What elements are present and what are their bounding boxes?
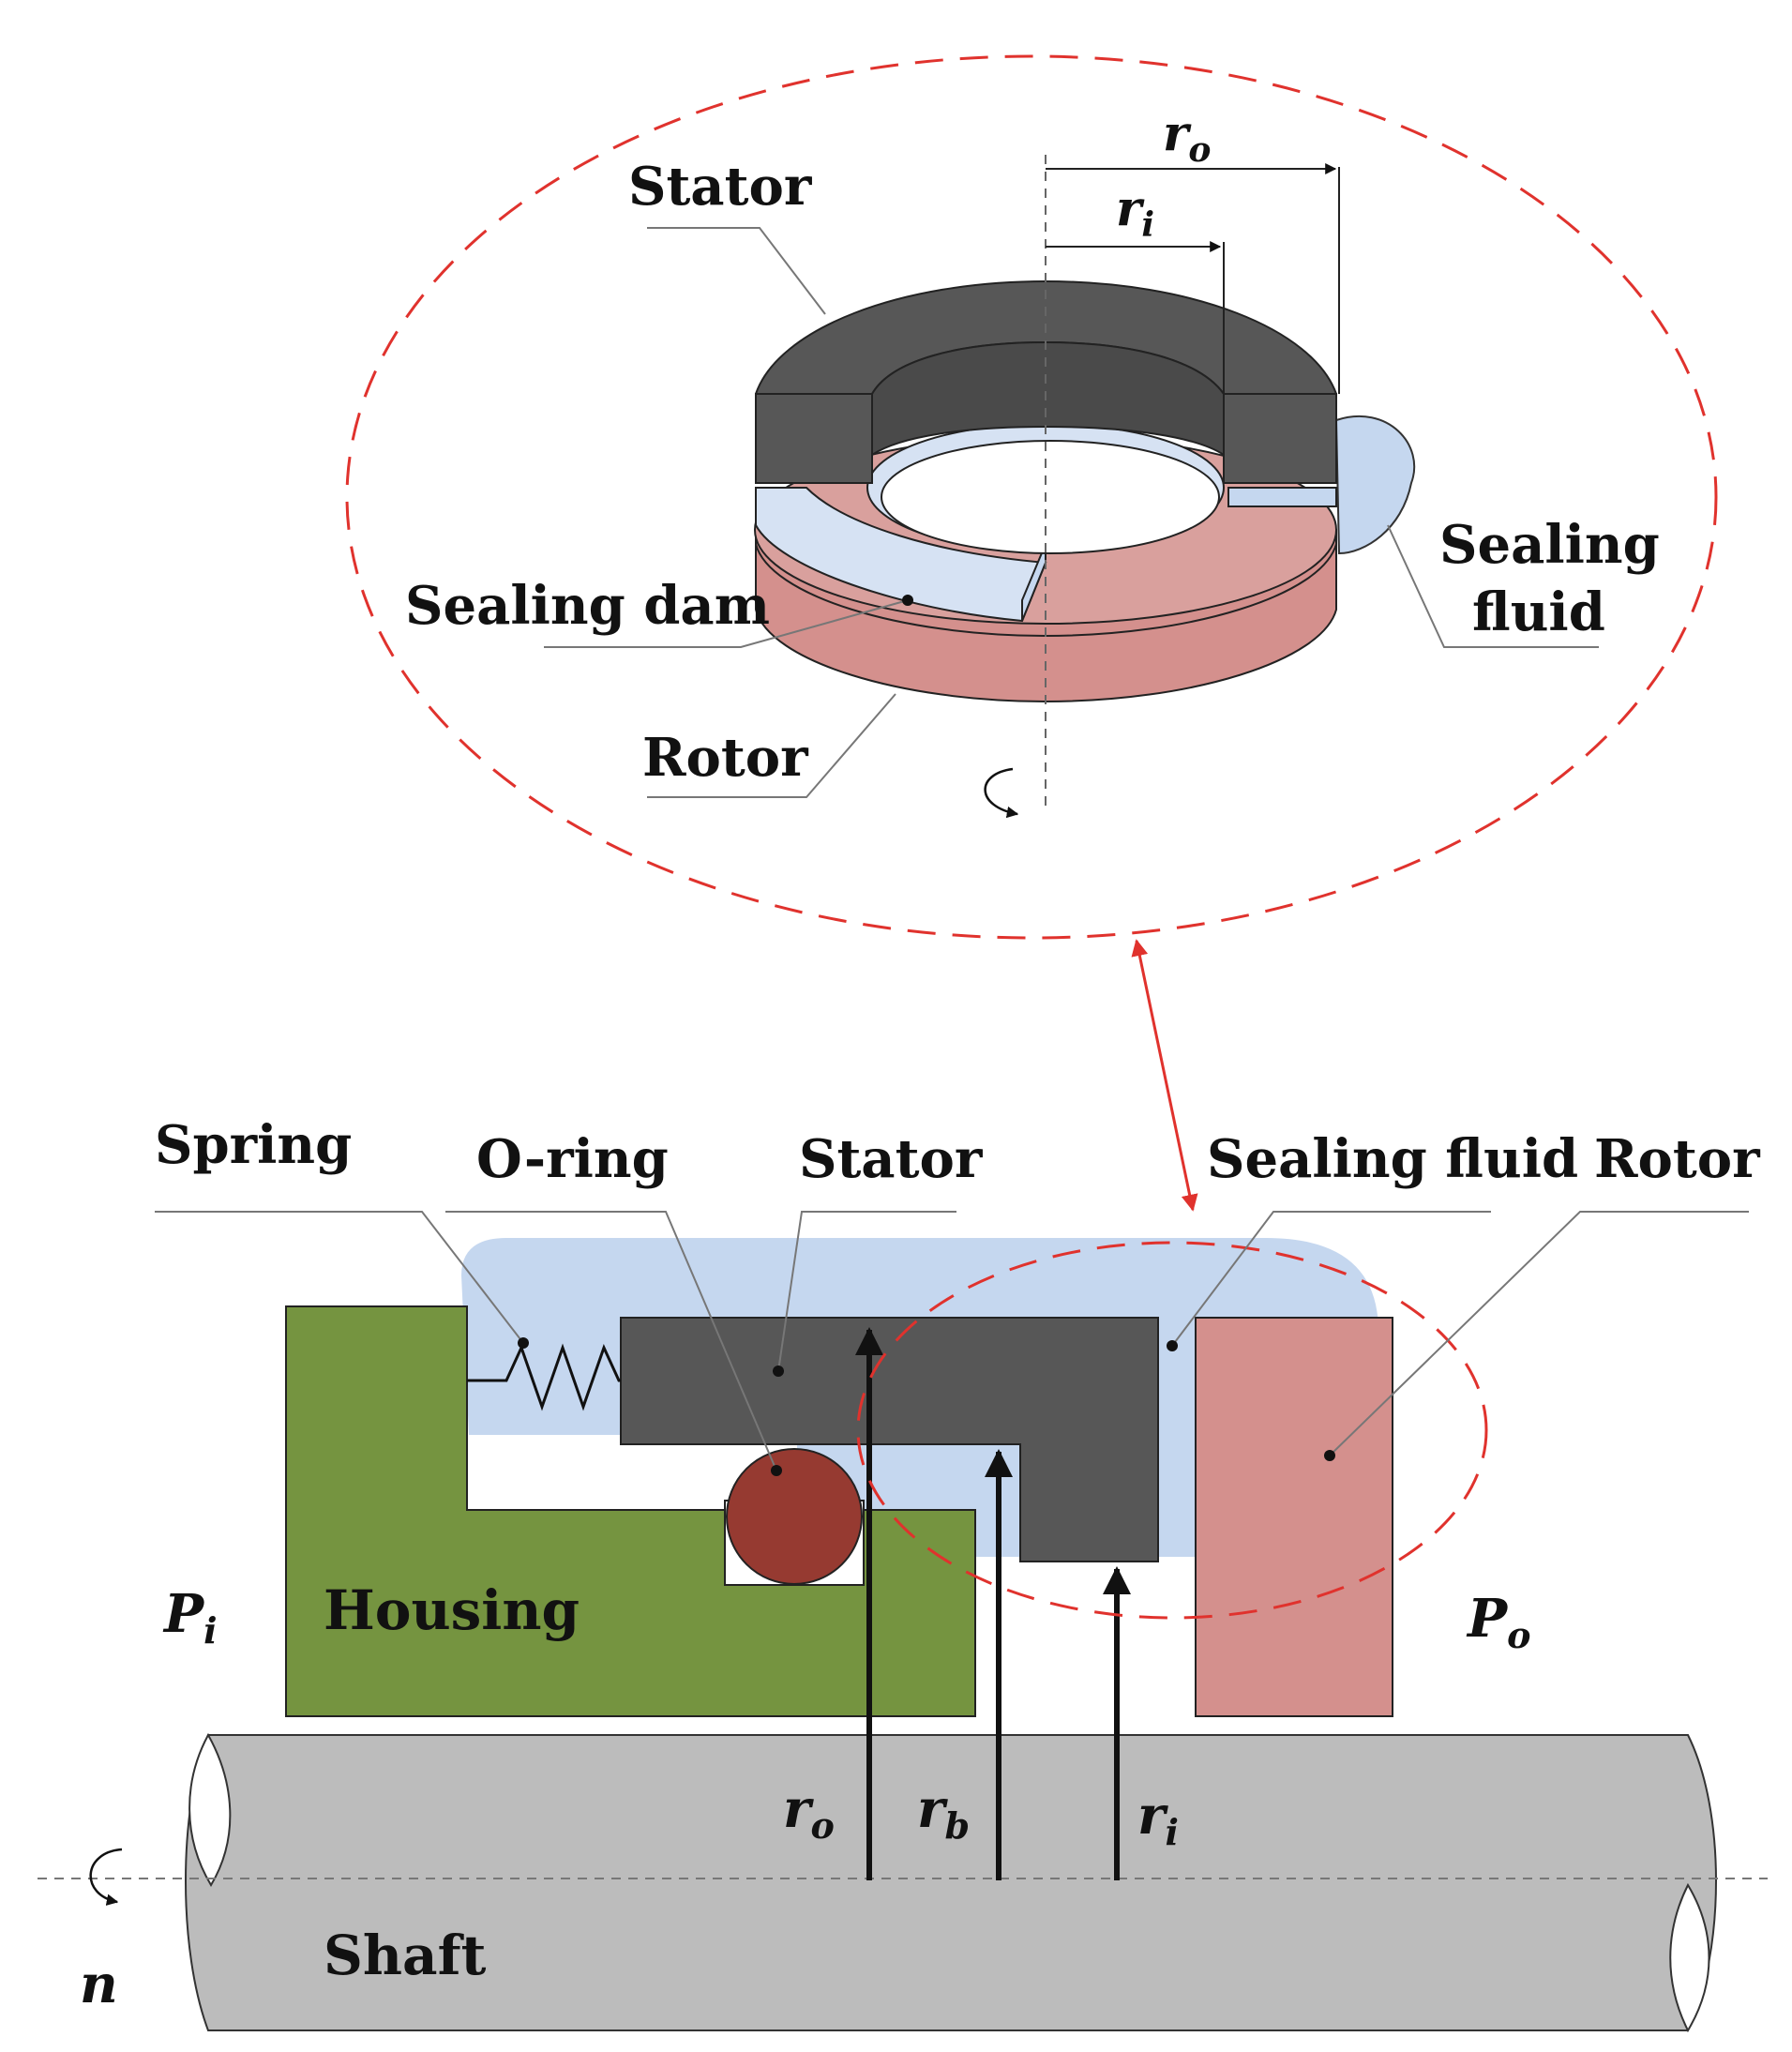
spring-dot — [518, 1337, 529, 1349]
rotor-leader — [1329, 1211, 1749, 1456]
detail-stator-leader — [647, 227, 826, 315]
housing-label: Housing — [324, 1578, 580, 1642]
pi-label: Pi — [162, 1583, 218, 1652]
detail-inner-hole — [881, 440, 1220, 554]
oring-label: O-ring — [476, 1128, 669, 1190]
stator-dot — [773, 1365, 784, 1377]
detail-sealing-fluid — [1334, 415, 1416, 555]
spring-label: Spring — [155, 1114, 352, 1176]
ri-label: ri — [1137, 1785, 1179, 1853]
spring — [467, 1343, 621, 1411]
detail-ro-label: ro — [1163, 105, 1211, 170]
detail-sealing-fluid-label-1: Sealing — [1439, 514, 1660, 576]
detail-dam-right — [1227, 487, 1337, 507]
shaft-label: Shaft — [324, 1924, 487, 1987]
assembly-highlight-ellipse — [856, 1241, 1488, 1620]
sealing-fluid-dot — [1167, 1340, 1178, 1351]
detail-sealing-fluid-label-2: fluid — [1472, 581, 1605, 643]
detail-rotor-label: Rotor — [642, 727, 809, 789]
rb-label: rb — [917, 1778, 970, 1847]
detail-sealing-fluid-leader — [1387, 524, 1599, 648]
ro-label: ro — [783, 1778, 835, 1847]
detail-rotation-icon — [984, 767, 1019, 819]
speed-n-label: n — [80, 1954, 118, 2015]
rotor-label: Rotor — [1594, 1128, 1761, 1190]
stator-label: Stator — [799, 1128, 984, 1190]
detail-stator-front-left — [755, 393, 873, 484]
detail-sealing-dam-dot — [902, 595, 913, 606]
detail-ri-label: ri — [1116, 180, 1154, 245]
detail-connector-arrow — [1131, 939, 1198, 1212]
oring-dot — [771, 1465, 782, 1476]
rotor — [1195, 1317, 1393, 1717]
detail-highlight-ellipse — [345, 54, 1718, 940]
oring-leader — [445, 1211, 777, 1471]
detail-stator-label: Stator — [628, 156, 813, 218]
rotor-dot — [1324, 1450, 1335, 1461]
sealing-fluid-label: Sealing fluid — [1207, 1128, 1578, 1190]
stator — [620, 1317, 1159, 1562]
spring-leader — [155, 1211, 524, 1344]
shaft-right-end — [1669, 1882, 1710, 2033]
detail-rotor-leader — [647, 693, 896, 798]
assembly-view: Spring O-ring Stator Sealing fluid Rotor… — [38, 1114, 1768, 2033]
po-label: Po — [1466, 1588, 1530, 1656]
sealing-fluid-leader — [1171, 1211, 1491, 1347]
shaft-rotation-icon — [89, 1848, 123, 1906]
detail-view: ro ri Stator Sealing dam Rotor Sealing f… — [345, 54, 1718, 940]
detail-stator-front-right — [1223, 393, 1337, 484]
shaft-left-end — [188, 1732, 232, 1887]
housing — [285, 1305, 976, 1717]
stator-leader — [777, 1211, 956, 1372]
detail-sealing-dam-leader — [544, 599, 909, 648]
detail-sealing-dam-label: Sealing dam — [405, 575, 770, 637]
oring — [726, 1448, 863, 1585]
